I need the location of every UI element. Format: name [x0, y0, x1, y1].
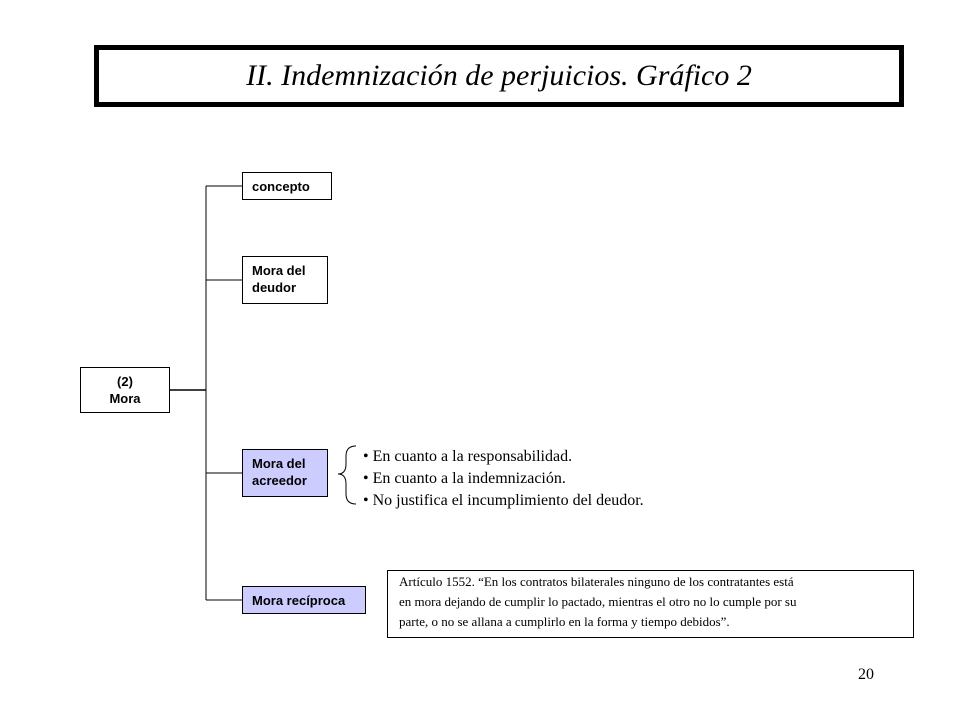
- node-mora-acreedor-line2: acreedor: [252, 473, 307, 488]
- article-line: en mora dejando de cumplir lo pactado, m…: [399, 594, 797, 609]
- page-number: 20: [858, 666, 874, 683]
- article-1552-box: Artículo 1552. “En los contratos bilater…: [387, 570, 914, 638]
- title-box: II. Indemnización de perjuicios. Gráfico…: [94, 45, 904, 107]
- node-mora-deudor-line1: Mora del: [252, 263, 306, 278]
- node-mora-deudor-line2: deudor: [252, 280, 297, 295]
- bullet-item: En cuanto a la responsabilidad.: [363, 446, 644, 468]
- article-line: Artículo 1552. “En los contratos bilater…: [399, 574, 794, 589]
- node-root-label: Mora: [109, 391, 141, 406]
- node-concepto-label: concepto: [252, 179, 310, 194]
- bullet-item: No justifica el incumplimiento del deudo…: [363, 490, 644, 512]
- slide-title: II. Indemnización de perjuicios. Gráfico…: [246, 59, 752, 92]
- node-mora-acreedor-line1: Mora del: [252, 456, 306, 471]
- node-concepto: concepto: [242, 172, 332, 200]
- bullet-item: En cuanto a la indemnización.: [363, 468, 644, 490]
- node-mora-root: (2) Mora: [80, 367, 170, 413]
- node-mora-reciproca: Mora recíproca: [242, 586, 366, 614]
- article-line: parte, o no se allana a cumplirlo en la …: [399, 614, 730, 629]
- node-mora-deudor: Mora del deudor: [242, 256, 328, 304]
- node-root-number: (2): [117, 374, 133, 389]
- curly-brace: [337, 445, 357, 505]
- node-mora-acreedor: Mora del acreedor: [242, 449, 328, 497]
- acreedor-bullet-list: En cuanto a la responsabilidad. En cuant…: [363, 446, 644, 512]
- node-mora-reciproca-label: Mora recíproca: [252, 593, 346, 608]
